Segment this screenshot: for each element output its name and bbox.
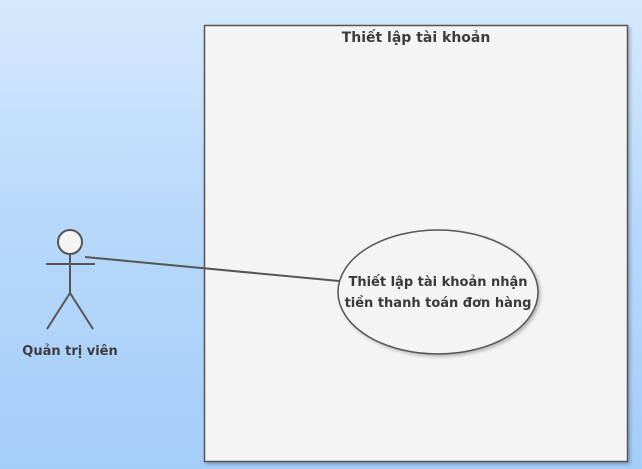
actor-label: Quản trị viên	[22, 344, 118, 359]
use-case-ellipse[interactable]	[337, 229, 539, 355]
use-case-label: Thiết lập tài khoản nhận tiền thanh toán…	[344, 275, 532, 311]
association-line[interactable]	[84, 256, 340, 282]
actor-right-leg	[69, 292, 94, 330]
actor-figure[interactable]	[46, 229, 95, 330]
actor-head	[57, 229, 83, 255]
actor-left-leg	[46, 292, 71, 330]
system-boundary-title: Thiết lập tài khoản	[341, 30, 491, 46]
